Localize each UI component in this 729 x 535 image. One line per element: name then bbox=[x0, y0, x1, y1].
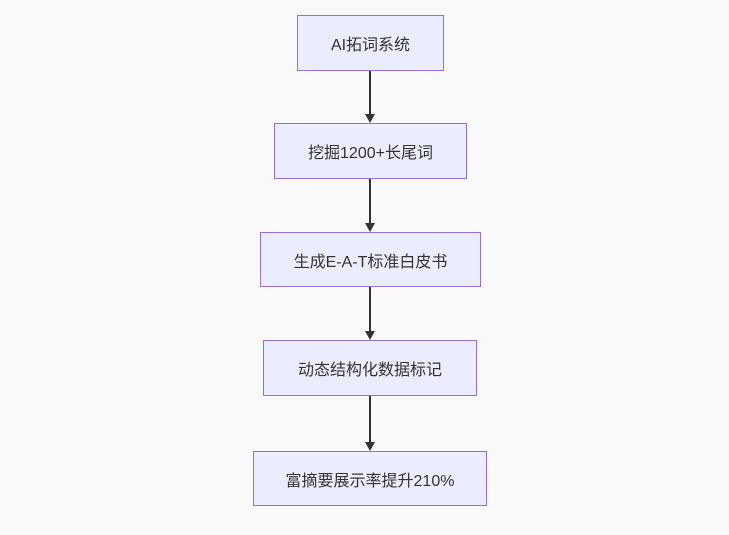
node-label: AI拓词系统 bbox=[330, 37, 411, 54]
arrow-head-icon bbox=[365, 114, 375, 123]
arrow-head-icon bbox=[365, 223, 375, 232]
node-label: 生成E-A-T标准白皮书 bbox=[293, 253, 448, 271]
arrow-head-icon bbox=[365, 331, 375, 340]
flow-arrow-2 bbox=[364, 179, 376, 232]
flow-arrow-3 bbox=[364, 287, 376, 340]
arrow-head-icon bbox=[365, 442, 375, 451]
flow-arrow-1 bbox=[364, 71, 376, 123]
flow-node-structured-data-markup: 动态结构化数据标记 bbox=[263, 340, 477, 396]
node-label: 动态结构化数据标记 bbox=[297, 362, 442, 379]
arrow-line bbox=[369, 179, 371, 223]
arrow-line bbox=[369, 396, 371, 442]
flow-node-ai-word-system: AI拓词系统 bbox=[297, 15, 444, 71]
flow-node-eat-whitepaper: 生成E-A-T标准白皮书 bbox=[260, 232, 481, 287]
arrow-line bbox=[369, 71, 371, 114]
node-label: 挖掘1200+长尾词 bbox=[308, 145, 433, 162]
flow-arrow-4 bbox=[364, 396, 376, 451]
flow-node-longtail-mining: 挖掘1200+长尾词 bbox=[274, 123, 467, 179]
arrow-line bbox=[369, 287, 371, 331]
flow-node-rich-snippet-result: 富摘要展示率提升210% bbox=[253, 451, 487, 506]
node-label: 富摘要展示率提升210% bbox=[285, 472, 455, 490]
